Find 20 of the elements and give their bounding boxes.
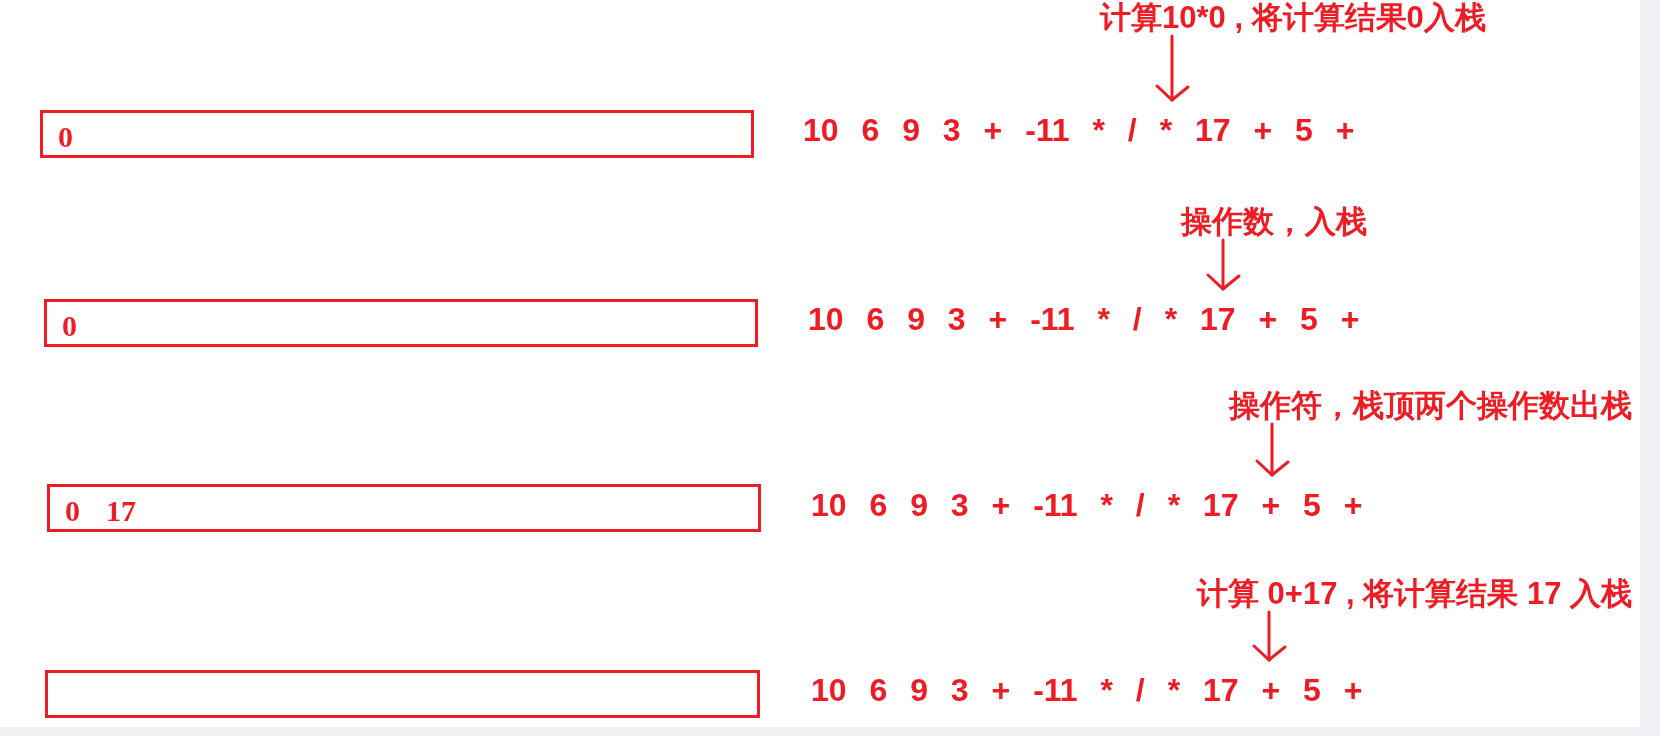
annotation-text: 计算10*0 , 将计算结果0入栈 [1100,0,1486,36]
stack-value: 0 [58,120,73,154]
annotation-text: 操作数，入栈 [1181,204,1367,240]
arrow [1252,610,1287,662]
stack-value: 17 [106,494,136,528]
annotation-text: 操作符，栈顶两个操作数出栈 [1229,388,1632,424]
postfix-expression: 10 6 9 3 + -11 * / * 17 + 5 + [808,289,1360,337]
postfix-expression: 10 6 9 3 + -11 * / * 17 + 5 + [803,100,1355,148]
arrow [1155,34,1190,102]
stack-value: 0 [62,309,77,343]
arrow [1206,238,1241,291]
stack-value: 0 [65,494,80,528]
stack-box [40,110,754,158]
postfix-expression: 10 6 9 3 + -11 * / * 17 + 5 + [811,475,1363,523]
stack-box [47,484,761,532]
arrow [1255,422,1290,477]
stack-box [45,670,760,718]
postfix-expression: 10 6 9 3 + -11 * / * 17 + 5 + [811,660,1363,708]
annotation-text: 计算 0+17 , 将计算结果 17 入栈 [1197,576,1632,612]
stack-box [44,299,758,347]
